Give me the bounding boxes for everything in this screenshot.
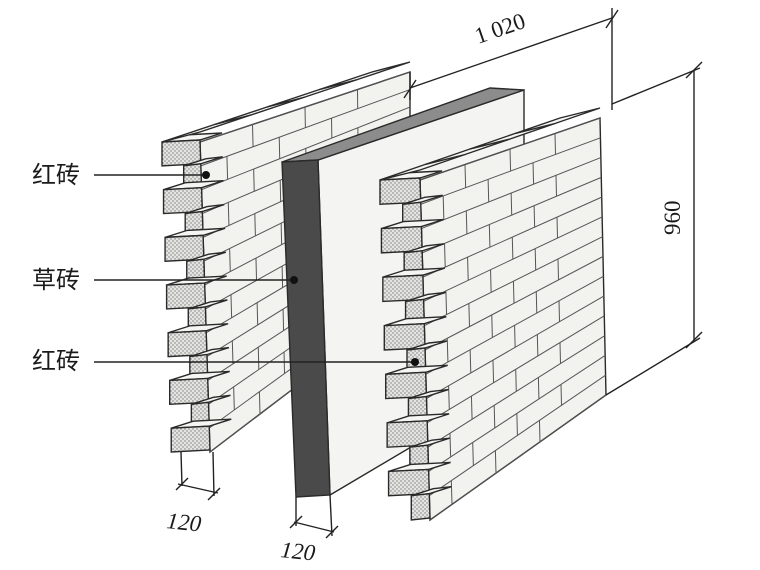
right-wall-courses: [379, 107, 601, 521]
callout-straw-brick: 草砖: [32, 266, 298, 294]
head-joint: [554, 133, 556, 155]
right-wall-joints: [419, 117, 607, 521]
head-joint: [233, 386, 235, 410]
head-joint: [252, 124, 254, 147]
head-joint: [510, 193, 513, 216]
edge-brick: [380, 218, 444, 254]
head-joint: [535, 291, 538, 314]
head-joint: [560, 384, 562, 406]
head-joint: [538, 420, 541, 442]
head-joint: [445, 290, 448, 315]
edge-brick: [387, 461, 451, 497]
label-red-brick-bottom: 红砖: [32, 347, 80, 375]
edge-brick: [410, 486, 452, 521]
head-joint: [448, 385, 450, 410]
dimension-total-thickness-label: 1 020: [471, 8, 528, 48]
head-joint: [472, 442, 474, 466]
head-joint: [487, 179, 490, 202]
head-joint: [491, 314, 493, 338]
head-joint: [256, 302, 259, 325]
head-joint: [532, 162, 535, 185]
head-joint: [511, 237, 514, 260]
bed-joint: [429, 374, 606, 497]
head-joint: [254, 213, 256, 236]
head-joint: [442, 195, 445, 220]
head-joint: [255, 258, 258, 281]
bed-joint: [429, 394, 607, 521]
edge-brick: [168, 370, 230, 406]
callout-red-brick-top: 红砖: [32, 161, 210, 189]
edge-brick: [167, 323, 229, 358]
dimension-height-label: 960: [660, 201, 685, 236]
label-straw-brick: 草砖: [32, 266, 80, 294]
head-joint: [558, 300, 560, 322]
head-joint: [464, 164, 467, 188]
head-joint: [468, 303, 470, 327]
head-joint: [557, 258, 559, 280]
head-joint: [533, 205, 536, 228]
head-joint: [230, 294, 233, 318]
head-joint: [231, 340, 234, 364]
dimension-left-thickness: 120: [165, 451, 221, 537]
head-joint: [516, 413, 518, 436]
dimension-height: 960: [605, 61, 703, 396]
head-joint: [444, 243, 446, 268]
head-joint: [469, 349, 472, 373]
right-brick-wall: [379, 107, 607, 522]
head-joint: [492, 360, 495, 383]
head-joint: [509, 148, 512, 172]
bed-joint: [421, 176, 602, 254]
dimension-straw-thickness: 120: [279, 494, 339, 566]
head-joint: [515, 369, 517, 392]
edge-brick: [385, 364, 448, 400]
head-joint: [493, 405, 496, 428]
head-joint: [227, 202, 230, 226]
top-brick: [514, 107, 601, 135]
head-joint: [559, 342, 561, 364]
head-joint: [534, 248, 537, 271]
label-red-brick-top: 红砖: [32, 161, 80, 189]
head-joint: [450, 480, 453, 505]
head-joint: [229, 248, 231, 272]
head-joint: [536, 334, 539, 356]
bed-joint: [421, 157, 602, 230]
top-brick: [319, 61, 411, 91]
head-joint: [514, 325, 516, 348]
head-joint: [449, 433, 452, 457]
head-joint: [465, 210, 468, 234]
head-joint: [494, 450, 497, 474]
top-course: [161, 61, 411, 143]
bed-joint: [423, 216, 603, 302]
head-joint: [556, 217, 558, 239]
bed-joint: [200, 89, 411, 167]
dimension-left-thickness-label: 120: [165, 508, 202, 537]
dimension-straw-thickness-label: 120: [279, 537, 316, 566]
head-joint: [488, 224, 491, 248]
head-joint: [467, 257, 469, 281]
edge-brick: [170, 418, 232, 453]
bed-joint: [420, 137, 601, 205]
head-joint: [253, 169, 255, 192]
head-joint: [226, 156, 229, 180]
bed-joint: [427, 335, 605, 448]
top-course: [379, 107, 601, 181]
head-joint: [537, 377, 540, 399]
head-joint: [258, 391, 261, 415]
bed-joint: [424, 256, 604, 351]
head-joint: [446, 338, 449, 363]
bed-joint: [426, 295, 605, 400]
head-joint: [490, 269, 492, 293]
head-joint: [512, 281, 515, 304]
head-joint: [555, 175, 557, 197]
callout-red-brick-bottom: 红砖: [32, 347, 419, 375]
head-joint: [257, 347, 260, 370]
head-joint: [470, 396, 473, 420]
